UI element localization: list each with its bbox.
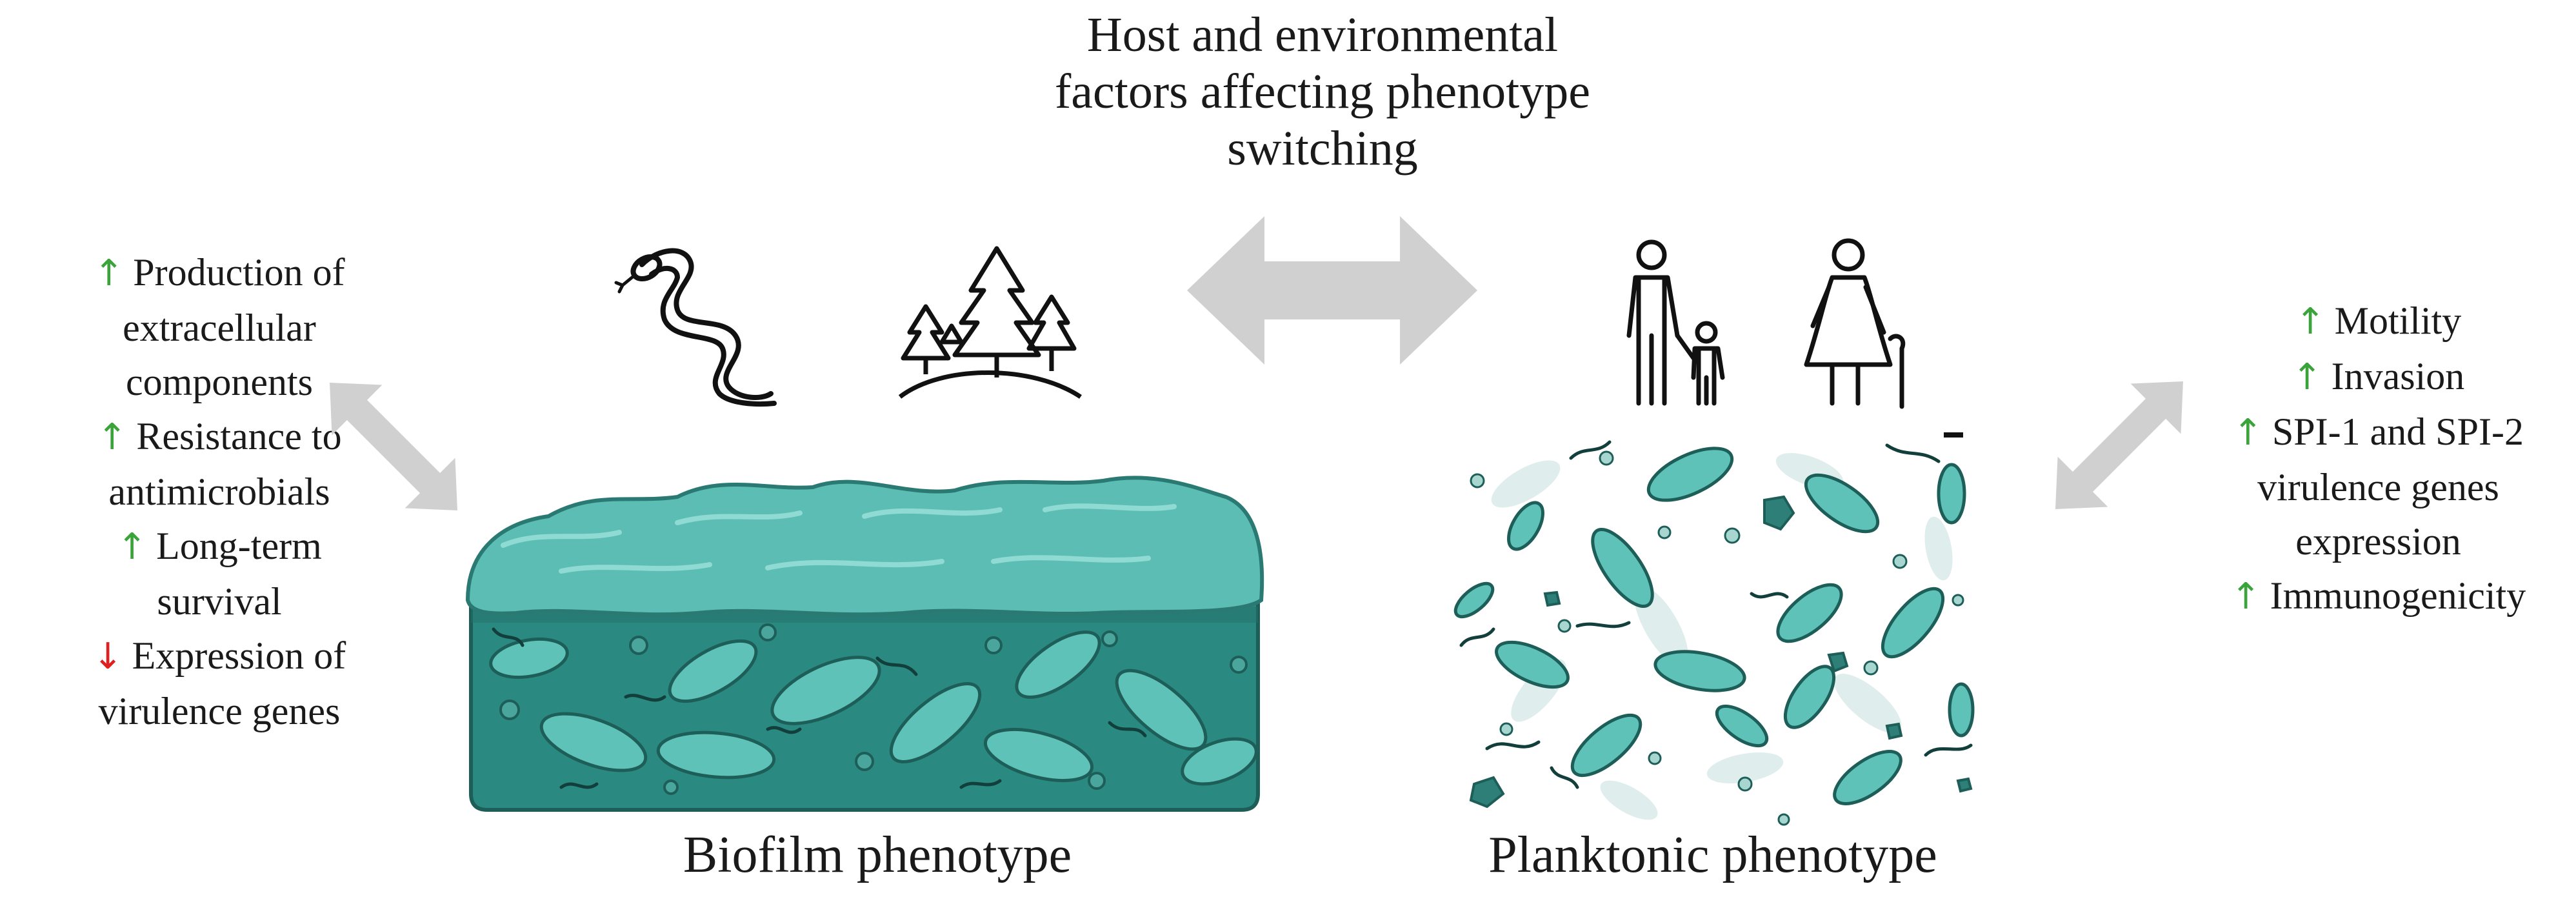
decrease-arrow-icon: ↓ xyxy=(92,636,123,678)
increase-arrow-icon: ↑ xyxy=(117,526,148,568)
diagram-title: Host and environmental factors affecting… xyxy=(877,6,1768,177)
list-item: ↑Resistance to xyxy=(0,409,439,465)
central-double-arrow-icon xyxy=(1187,216,1477,365)
list-item: ↑SPI-1 and SPI-2 xyxy=(2181,405,2576,460)
biofilm-illustration xyxy=(465,476,1264,812)
trait-text-continued: antimicrobials xyxy=(108,470,330,513)
list-item: ↑Long-term xyxy=(0,519,439,574)
trait-text-continued: survival xyxy=(157,580,282,623)
trait-text: Resistance to xyxy=(136,415,342,458)
increase-arrow-icon: ↑ xyxy=(97,416,128,458)
right-double-arrow-icon xyxy=(2055,381,2183,509)
list-item: ↑Production of xyxy=(0,245,439,301)
trait-text: Production of xyxy=(133,251,345,294)
list-item: ↑Invasion xyxy=(2181,349,2576,405)
list-item: ↓Expression of xyxy=(0,629,439,684)
trait-text: Invasion xyxy=(2331,355,2465,398)
planktonic-illustration xyxy=(1453,432,1975,826)
trait-text: Motility xyxy=(2334,299,2462,342)
title-line-2: factors affecting phenotype xyxy=(1054,65,1591,119)
elderly-person-icon xyxy=(1804,238,1906,409)
adult-child-icon xyxy=(1626,239,1725,406)
trait-text: Long-term xyxy=(156,525,322,567)
trait-text-continued: extracellular xyxy=(123,307,316,349)
title-line-1: Host and environmental xyxy=(1086,8,1559,62)
biofilm-traits-list: ↑Production of extracellular components … xyxy=(0,245,439,738)
snake-icon xyxy=(614,248,777,407)
title-line-3: switching xyxy=(1227,121,1418,176)
trait-text: Immunogenicity xyxy=(2270,574,2526,617)
trait-text-continued: expression xyxy=(2295,520,2461,563)
increase-arrow-icon: ↑ xyxy=(2233,412,2263,454)
increase-arrow-icon: ↑ xyxy=(2230,576,2261,618)
planktonic-caption: Planktonic phenotype xyxy=(1488,827,1937,883)
trait-text: Expression of xyxy=(132,634,346,677)
trait-text-continued: virulence genes xyxy=(2257,466,2499,508)
list-item: ↑Immunogenicity xyxy=(2181,569,2576,624)
increase-arrow-icon: ↑ xyxy=(2295,301,2326,343)
list-item: ↑Motility xyxy=(2181,294,2576,349)
forest-icon xyxy=(898,246,1082,399)
trait-text-continued: components xyxy=(126,361,313,403)
biofilm-caption: Biofilm phenotype xyxy=(683,827,1072,883)
planktonic-traits-list: ↑Motility ↑Invasion ↑SPI-1 and SPI-2 vir… xyxy=(2181,294,2576,624)
increase-arrow-icon: ↑ xyxy=(2291,356,2322,398)
left-double-arrow-icon xyxy=(330,383,457,510)
trait-text: SPI-1 and SPI-2 xyxy=(2271,410,2524,453)
increase-arrow-icon: ↑ xyxy=(94,252,125,294)
trait-text-continued: virulence genes xyxy=(98,690,341,732)
